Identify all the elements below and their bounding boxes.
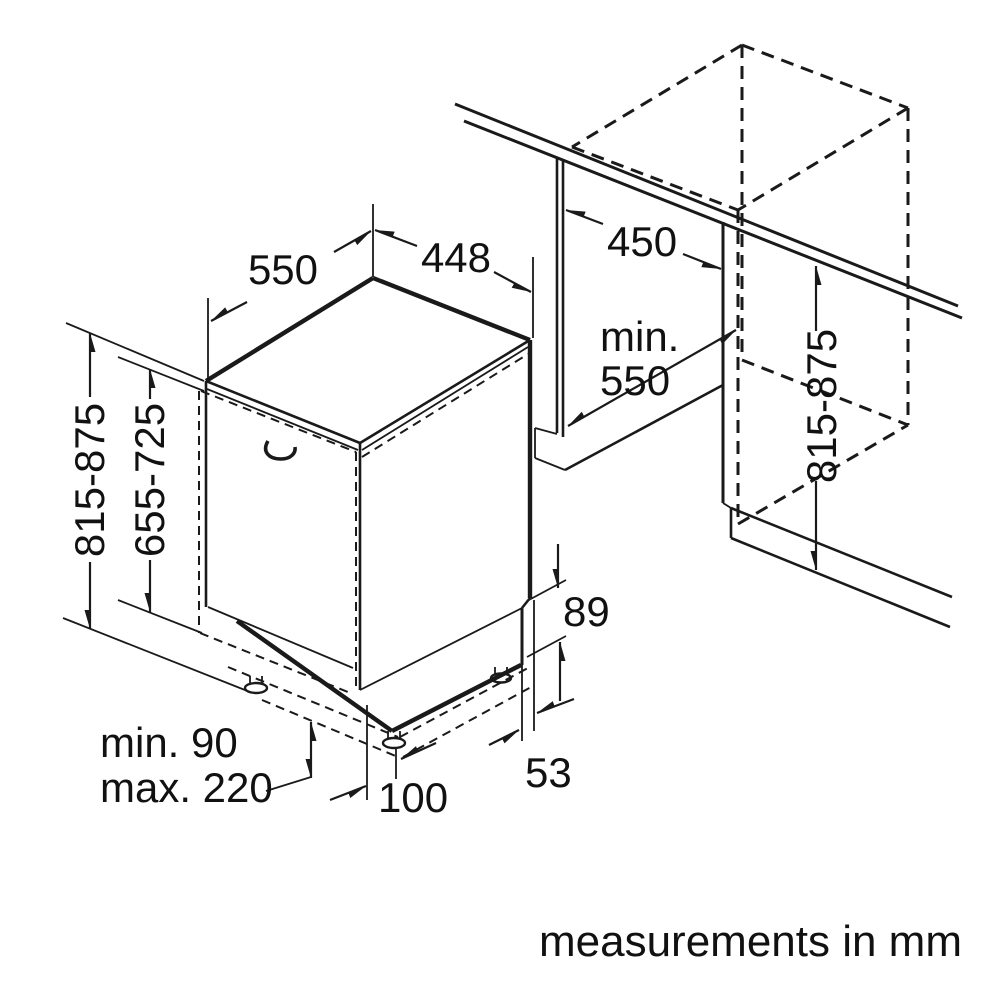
dimension-labels: 550 448 450 min. 550 815-875 655-725 815… — [66, 218, 845, 821]
label-niche-height: 815-875 — [798, 329, 845, 483]
label-appliance-depth: 550 — [248, 246, 318, 293]
label-base-height: 89 — [563, 588, 610, 635]
label-base-depth: 53 — [525, 749, 572, 796]
dimension-lines — [90, 208, 816, 802]
label-niche-depth-value: 550 — [600, 357, 670, 404]
foot-right — [489, 667, 513, 684]
label-foot-setback: 100 — [378, 774, 448, 821]
label-appliance-height: 815-875 — [66, 403, 113, 557]
niche-volume-dashed-box — [571, 43, 910, 526]
extension-lines — [62, 204, 567, 800]
foot-front — [381, 731, 407, 750]
label-niche-depth-min: min. — [600, 313, 679, 360]
dishwasher-body — [204, 275, 533, 733]
units-caption: measurements in mm — [539, 917, 962, 966]
label-appliance-width: 448 — [421, 234, 491, 281]
label-door-panel-height: 655-725 — [126, 403, 173, 557]
label-niche-width: 450 — [607, 218, 677, 265]
door-panel-dashed-outline — [198, 353, 529, 695]
countertop-lines — [454, 102, 963, 320]
label-plinth-min: min. 90 — [100, 719, 238, 766]
door-handle — [263, 440, 297, 461]
plinth-dashed-lines — [227, 666, 534, 758]
adjustable-feet — [243, 667, 513, 750]
foot-rear-left — [243, 676, 269, 695]
niche-walls — [534, 157, 953, 629]
label-plinth-max: max. 220 — [100, 764, 273, 811]
